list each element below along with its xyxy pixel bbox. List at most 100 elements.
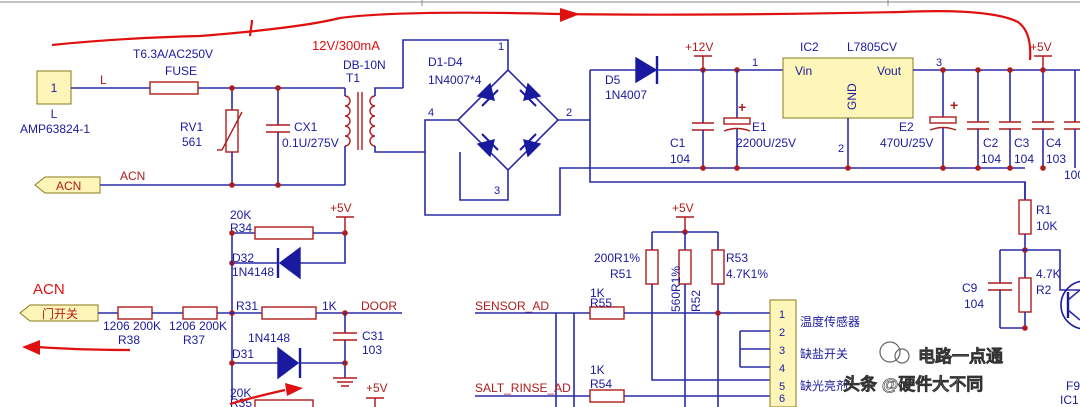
svg-text:470U/25V: 470U/25V <box>880 136 933 150</box>
svg-text:3: 3 <box>779 345 785 357</box>
svg-text:200R1%: 200R1% <box>594 251 640 265</box>
svg-text:20K: 20K <box>230 208 251 222</box>
svg-text:RV1: RV1 <box>180 120 203 134</box>
svg-text:E2: E2 <box>899 120 914 134</box>
sensor-net: SENSOR_AD 1K R55 <box>475 286 770 407</box>
svg-text:1K: 1K <box>590 286 605 300</box>
svg-text:L: L <box>51 107 58 121</box>
svg-text:缺光亮剂: 缺光亮剂 <box>800 378 848 393</box>
svg-text:4.7K1%: 4.7K1% <box>726 267 768 281</box>
svg-text:C9: C9 <box>962 281 978 295</box>
acn-port: ACN <box>34 176 101 194</box>
svg-text:1: 1 <box>498 41 504 53</box>
svg-text:2: 2 <box>779 327 785 339</box>
svg-text:1206 200K: 1206 200K <box>103 319 161 333</box>
svg-text:10K: 10K <box>1036 219 1057 233</box>
svg-text:C3: C3 <box>1014 136 1030 150</box>
svg-text:+5V: +5V <box>366 381 388 395</box>
svg-text:+12V: +12V <box>685 40 713 54</box>
capacitor-c1: C1 104 <box>670 70 714 171</box>
svg-text:2: 2 <box>838 143 844 155</box>
bridge-rectifier: D1-D4 1N4007*4 1 2 3 4 <box>402 39 1026 216</box>
svg-text:4.7K: 4.7K <box>1036 267 1061 281</box>
svg-text:DOOR: DOOR <box>361 299 397 313</box>
svg-text:104: 104 <box>670 152 690 166</box>
svg-text:1N4148: 1N4148 <box>248 331 290 345</box>
svg-text:D5: D5 <box>605 73 621 87</box>
svg-text:+5V: +5V <box>1030 40 1052 54</box>
svg-text:1N4148: 1N4148 <box>232 265 274 279</box>
svg-text:2200U/25V: 2200U/25V <box>736 136 796 150</box>
svg-text:20K: 20K <box>230 386 251 400</box>
r38: 1206 200K R38 <box>98 306 183 347</box>
svg-text:100: 100 <box>1064 168 1080 182</box>
svg-text:E1: E1 <box>752 120 767 134</box>
svg-text:IC1: IC1 <box>1060 393 1079 407</box>
diode-d32: D32 1N4148 <box>229 246 301 280</box>
svg-text:CX1: CX1 <box>294 120 318 134</box>
svg-text:R34: R34 <box>230 221 252 235</box>
svg-text:ACN: ACN <box>120 169 145 183</box>
capacitor-c4: C4 103 <box>1032 67 1066 171</box>
salt-net: SALT_RINSE_AD 1K R54 <box>475 363 770 403</box>
svg-text:C4: C4 <box>1046 136 1062 150</box>
varistor-rv1: RV1 561 <box>180 88 243 185</box>
svg-text:SENSOR_AD: SENSOR_AD <box>475 299 549 313</box>
svg-text:R2: R2 <box>1036 283 1052 297</box>
svg-text:GND: GND <box>845 83 859 110</box>
svg-text:R55: R55 <box>590 296 612 310</box>
r37: 1206 200K R37 <box>169 306 262 347</box>
capacitor-edge: 100 <box>1064 70 1080 182</box>
svg-text:1K: 1K <box>590 363 605 377</box>
svg-text:R31: R31 <box>236 299 258 313</box>
svg-text:R51: R51 <box>610 267 632 281</box>
svg-text:头条 @硬件大不同: 头条 @硬件大不同 <box>843 374 983 394</box>
watermark: 电路一点通 头条 @硬件大不同 <box>843 341 1003 394</box>
svg-text:D32: D32 <box>232 251 254 265</box>
svg-text:IC2: IC2 <box>800 40 819 54</box>
svg-text:电路一点通: 电路一点通 <box>918 346 1003 366</box>
transistor-edge <box>1060 280 1080 330</box>
svg-text:560R1%: 560R1% <box>669 266 683 312</box>
svg-text:6: 6 <box>779 393 785 405</box>
capacitor-e1: + E1 2200U/25V <box>723 70 796 171</box>
svg-text:12V/300mA: 12V/300mA <box>312 38 380 53</box>
r34: 20K R34 <box>230 208 345 240</box>
capacitor-c2: C2 104 <box>967 67 1001 171</box>
svg-text:Vout: Vout <box>877 64 902 78</box>
svg-text:1N4007: 1N4007 <box>605 88 647 102</box>
svg-text:1: 1 <box>51 81 58 95</box>
svg-text:4: 4 <box>779 363 785 375</box>
svg-text:+: + <box>738 99 746 115</box>
svg-text:F9: F9 <box>1066 379 1080 393</box>
svg-text:门开关: 门开关 <box>42 306 78 321</box>
fuse: T6.3A/AC250V FUSE <box>133 47 213 95</box>
svg-text:R52: R52 <box>689 290 703 312</box>
svg-text:AMP63824-1: AMP63824-1 <box>20 122 90 136</box>
diode-d31: 1N4148 D31 <box>229 331 345 380</box>
svg-text:1206 200K: 1206 200K <box>169 319 227 333</box>
svg-text:3: 3 <box>494 185 500 197</box>
svg-text:1: 1 <box>752 57 758 69</box>
svg-text:0.1U/275V: 0.1U/275V <box>282 136 339 150</box>
svg-text:L7805CV: L7805CV <box>847 40 897 54</box>
svg-text:+: + <box>950 97 958 113</box>
svg-text:561: 561 <box>182 135 202 149</box>
svg-text:104: 104 <box>981 152 1001 166</box>
svg-text:R54: R54 <box>590 377 612 391</box>
capacitor-c9: C9 104 <box>962 249 1080 328</box>
door-port: 门开关 <box>19 304 99 322</box>
rail-5v-b: +5V <box>300 201 354 264</box>
edge-refs: F9 IC1 <box>1060 379 1080 407</box>
r53: R53 4.7K1% <box>711 232 768 407</box>
svg-text:3: 3 <box>936 57 942 69</box>
rail-12v: +12V <box>685 40 740 73</box>
r51: 200R1% R51 <box>594 232 770 381</box>
r52: 560R1% R52 <box>669 232 703 407</box>
rail-5v-d: +5V <box>652 201 718 235</box>
rail-5v: +5V <box>1030 40 1052 70</box>
svg-text:D1-D4: D1-D4 <box>428 55 463 69</box>
svg-text:4: 4 <box>428 107 434 119</box>
acn-red-label: ACN <box>33 281 65 298</box>
header-connector: 1 2 3 4 5 6 温度传感器 缺盐开关 缺光亮剂 <box>739 299 860 407</box>
